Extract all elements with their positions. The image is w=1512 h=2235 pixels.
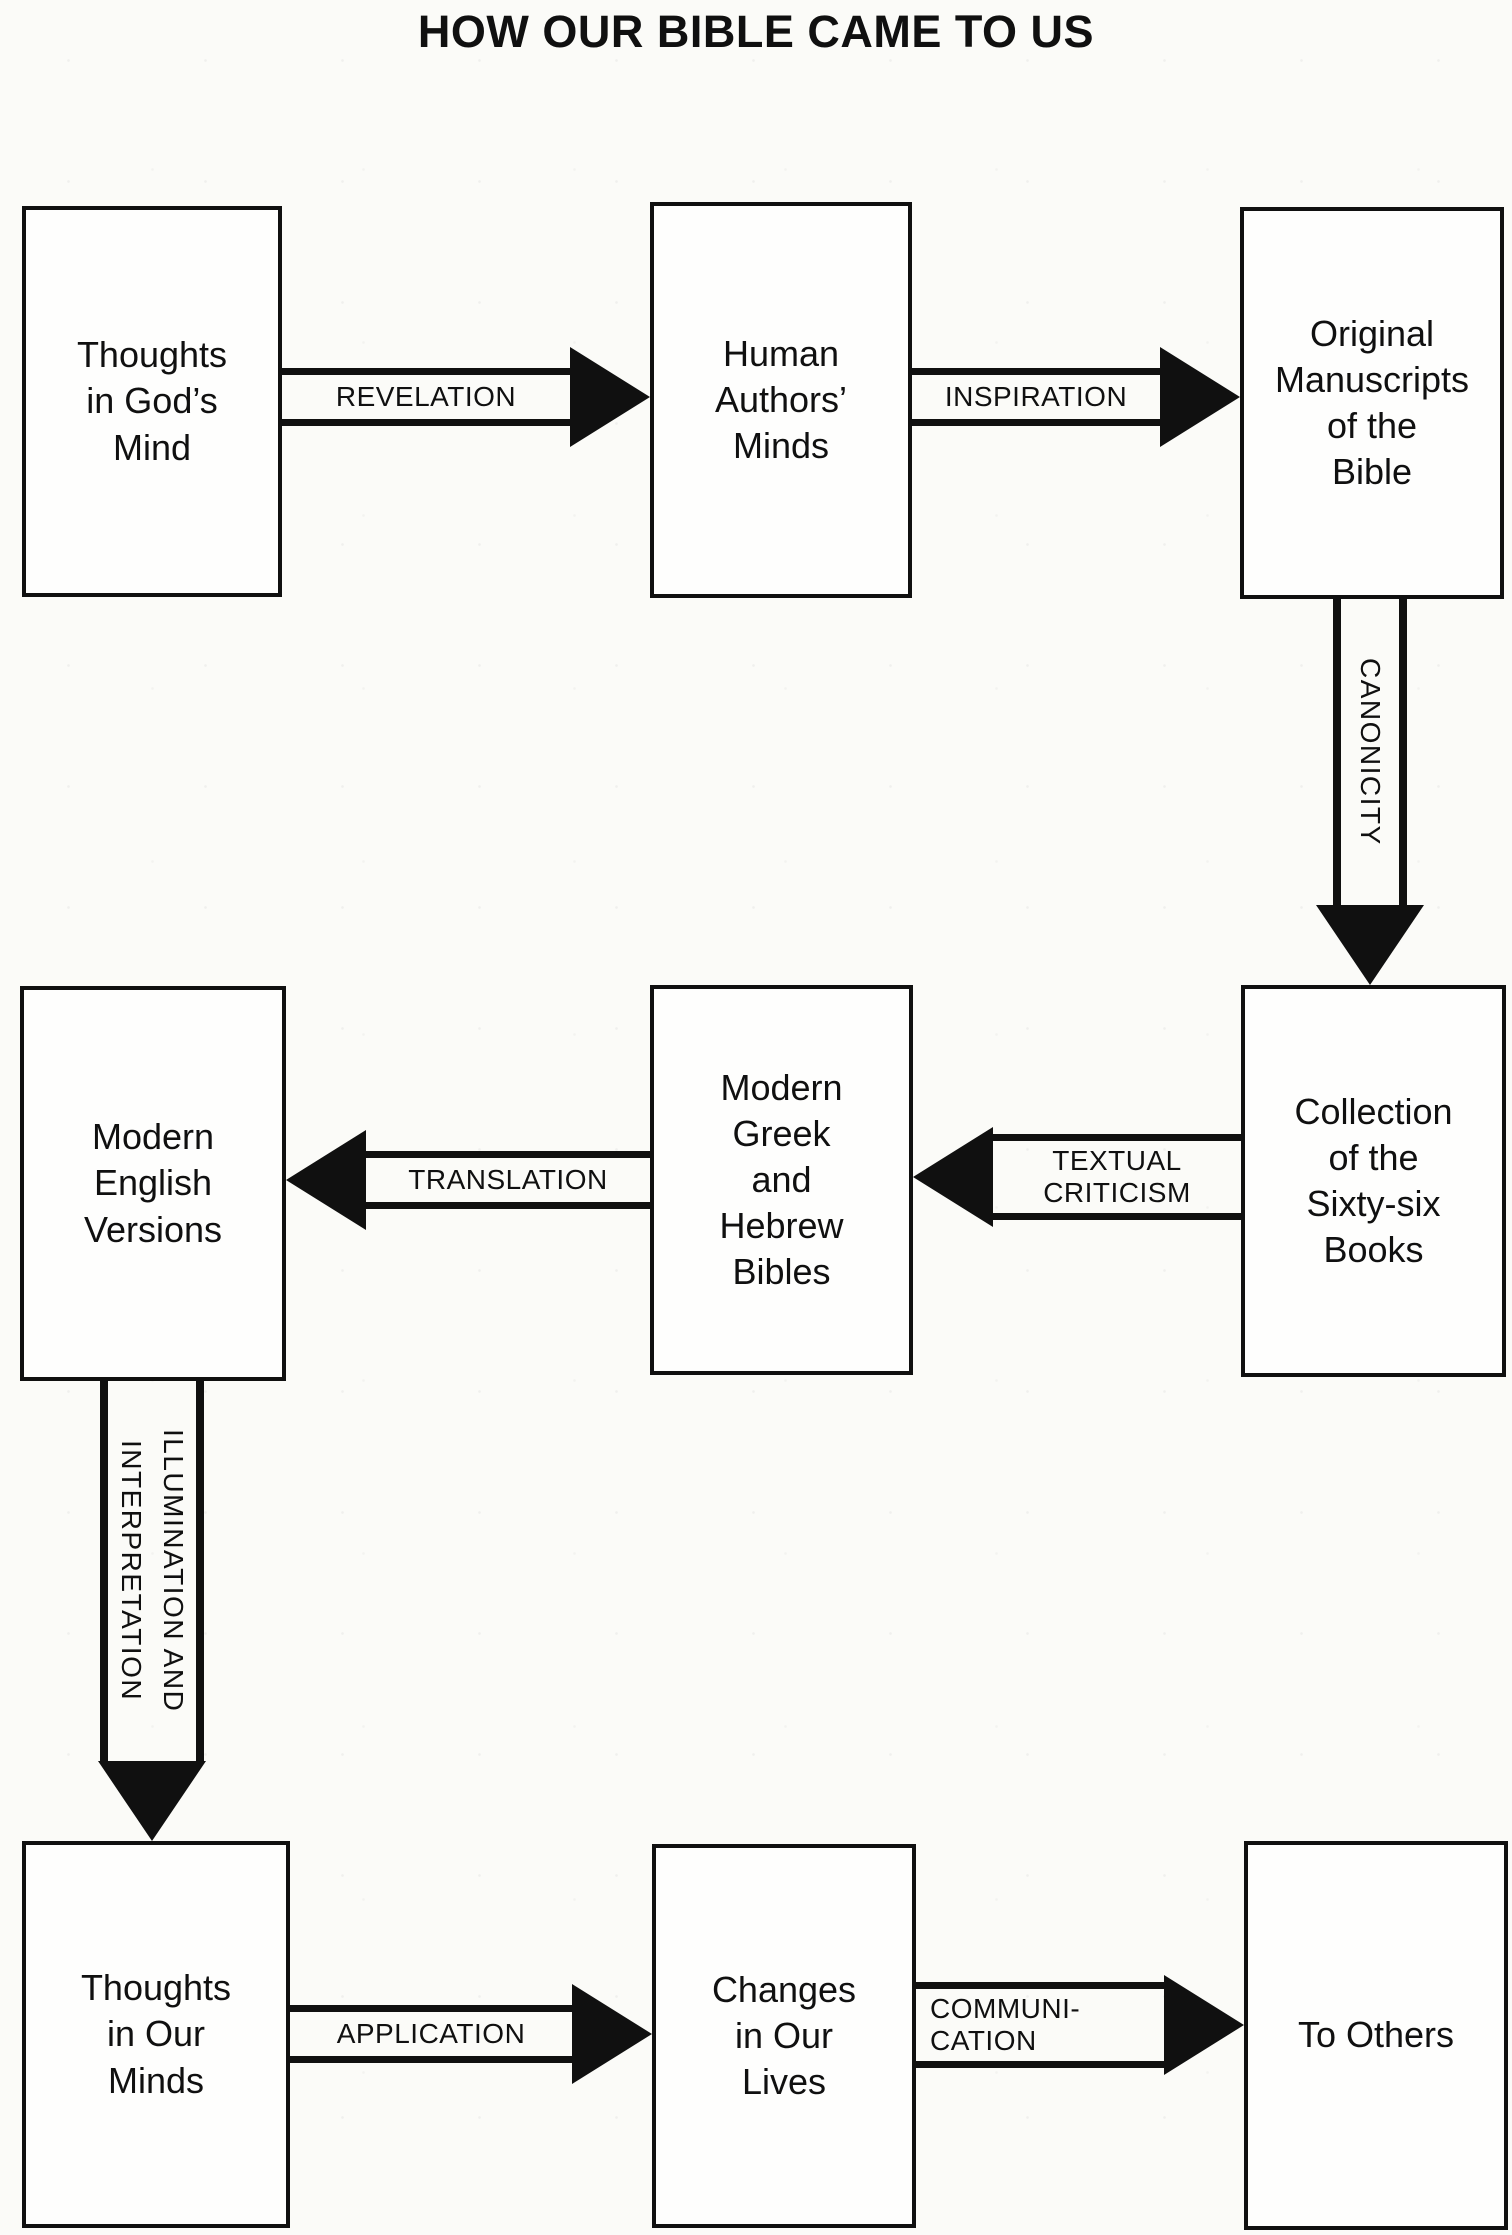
arrow-shaft: INSPIRATION xyxy=(912,368,1160,426)
diagram-title: HOW OUR BIBLE CAME TO US xyxy=(417,6,1095,57)
arrowhead-down-icon xyxy=(1316,905,1424,985)
arrow-canonicity-label: CANONICITY xyxy=(1355,658,1386,846)
box-original-manuscripts: Original Manuscripts of the Bible xyxy=(1240,207,1504,599)
arrowhead-left-icon xyxy=(913,1127,993,1227)
arrow-revelation-label: REVELATION xyxy=(335,380,517,412)
box-label: Thoughts in Our Minds xyxy=(80,1967,232,2101)
box-to-others: To Others xyxy=(1244,1841,1508,2230)
arrow-shaft: TEXTUAL CRITICISM xyxy=(993,1134,1241,1220)
arrow-translation-label: TRANSLATION xyxy=(408,1163,608,1195)
arrowhead-right-icon xyxy=(1164,1975,1244,2075)
arrow-inspiration: INSPIRATION xyxy=(912,347,1240,447)
arrow-illumination-interpretation-label: ILLUMINATION AND INTERPRETATION xyxy=(116,1429,189,1713)
arrowhead-right-icon xyxy=(1160,347,1240,447)
arrow-textual-criticism-label: TEXTUAL CRITICISM xyxy=(1043,1144,1191,1208)
box-collection-sixty-six-books: Collection of the Sixty-six Books xyxy=(1241,985,1506,1377)
arrow-translation: TRANSLATION xyxy=(286,1130,650,1230)
arrow-application-label: APPLICATION xyxy=(336,2017,526,2049)
arrow-shaft: ILLUMINATION AND INTERPRETATION xyxy=(100,1381,204,1761)
arrow-shaft: APPLICATION xyxy=(290,2005,572,2063)
arrow-illumination-interpretation: ILLUMINATION AND INTERPRETATION xyxy=(96,1381,208,1841)
box-thoughts-in-our-minds: Thoughts in Our Minds xyxy=(22,1841,290,2228)
arrow-application: APPLICATION xyxy=(290,1984,652,2084)
box-label: Modern Greek and Hebrew Bibles xyxy=(719,1066,844,1293)
box-label: Thoughts in God’s Mind xyxy=(76,334,228,468)
box-label: To Others xyxy=(1297,2014,1455,2056)
arrowhead-right-icon xyxy=(570,347,650,447)
arrowhead-right-icon xyxy=(572,1984,652,2084)
arrow-communication: COMMUNI- CATION xyxy=(916,1975,1244,2075)
box-label: Original Manuscripts of the Bible xyxy=(1274,312,1470,493)
arrow-shaft: COMMUNI- CATION xyxy=(916,1982,1164,2068)
box-label: Changes in Our Lives xyxy=(711,1968,857,2103)
arrow-textual-criticism: TEXTUAL CRITICISM xyxy=(913,1127,1241,1227)
box-thoughts-in-gods-mind: Thoughts in God’s Mind xyxy=(22,206,282,597)
arrow-shaft: REVELATION xyxy=(282,368,570,426)
arrow-shaft: TRANSLATION xyxy=(366,1151,650,1209)
arrow-communication-label: COMMUNI- CATION xyxy=(930,1992,1081,2056)
arrow-shaft: CANONICITY xyxy=(1333,599,1407,905)
arrow-inspiration-label: INSPIRATION xyxy=(944,380,1128,412)
arrow-revelation: REVELATION xyxy=(282,347,650,447)
box-modern-english-versions: Modern English Versions xyxy=(20,986,286,1381)
box-human-authors-minds: Human Authors’ Minds xyxy=(650,202,912,598)
box-label: Modern English Versions xyxy=(83,1116,223,1250)
arrowhead-left-icon xyxy=(286,1130,366,1230)
box-modern-greek-hebrew-bibles: Modern Greek and Hebrew Bibles xyxy=(650,985,913,1375)
box-label: Human Authors’ Minds xyxy=(714,332,848,467)
arrowhead-down-icon xyxy=(98,1761,206,1841)
box-changes-in-our-lives: Changes in Our Lives xyxy=(652,1844,916,2228)
arrow-canonicity: CANONICITY xyxy=(1316,599,1424,985)
box-label: Collection of the Sixty-six Books xyxy=(1294,1090,1453,1271)
